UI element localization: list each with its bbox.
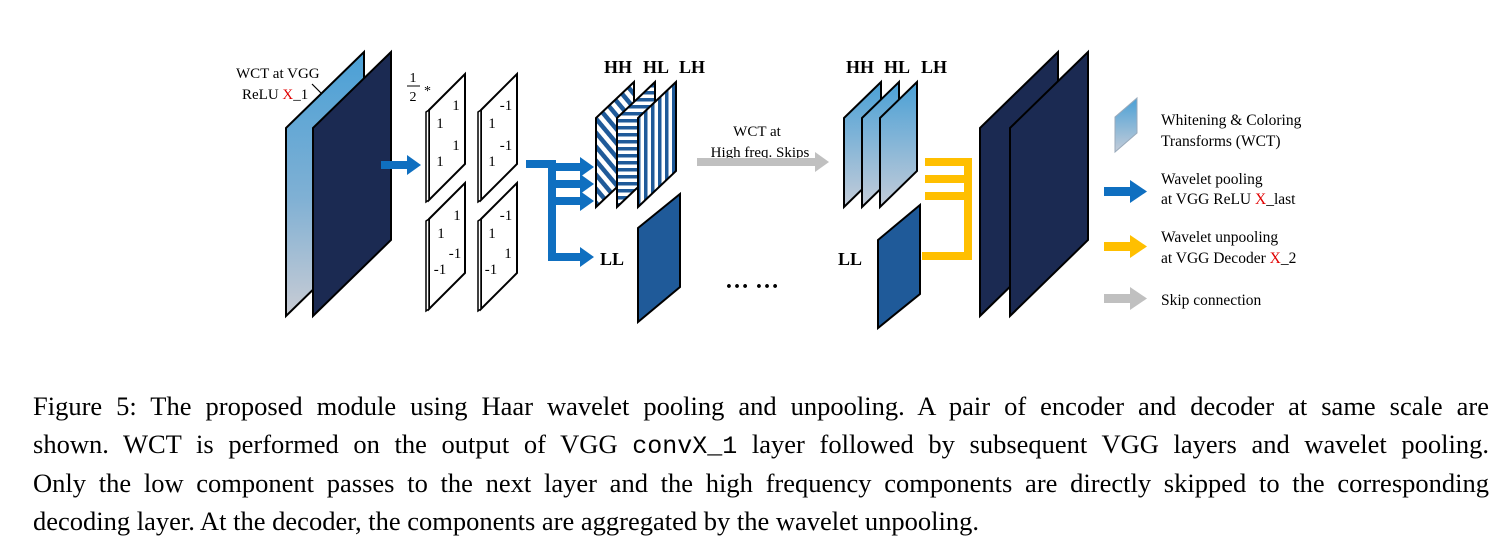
caption-code: convX_1 [632, 431, 738, 461]
hl-label: HL [643, 57, 669, 77]
legend-wct-line1: Whitening & Coloring [1161, 112, 1302, 129]
svg-text:1: 1 [410, 71, 417, 86]
decoder-component-lh [879, 79, 918, 210]
hh-label: HH [604, 57, 632, 77]
ellipsis: … … [725, 268, 779, 294]
legend-wct-swatch [1114, 96, 1138, 154]
lh-label: LH [679, 57, 705, 77]
svg-text:1: 1 [453, 208, 461, 224]
legend-unpool-line1: Wavelet unpooling [1161, 229, 1278, 246]
decoder-ll-label: LL [838, 249, 862, 269]
legend-unpool-line2: at VGG Decoder X_2 [1161, 250, 1296, 267]
svg-text:1: 1 [452, 98, 460, 114]
svg-text:-1: -1 [500, 98, 513, 114]
legend: Whitening & Coloring Transforms (WCT) Wa… [1104, 96, 1302, 310]
figure-caption: Figure 5: The proposed module using Haar… [33, 388, 1489, 540]
decoder-hh-label: HH [846, 57, 874, 77]
ll-label: LL [600, 249, 624, 269]
haar-kernel-hh: -1 1 1 -1 [477, 180, 518, 313]
pool-arrow-small [381, 155, 421, 175]
svg-text:1: 1 [488, 154, 496, 170]
legend-pool-line2: at VGG ReLU X_last [1161, 191, 1296, 208]
haar-kernel-lh: -1 1 -1 1 [477, 71, 518, 204]
haar-kernel-ll: 1 1 1 1 [425, 71, 466, 204]
component-lh [637, 79, 677, 210]
svg-text:-1: -1 [485, 262, 498, 278]
skip-arrow [697, 152, 829, 172]
caption-line-1: Figure 5: The proposed module using Haar… [33, 391, 1489, 421]
architecture-diagram: WCT at VGG ReLU X_1 1 2 * 1 1 1 1 -1 1 -… [236, 49, 1302, 331]
legend-skip-label: Skip connection [1161, 292, 1262, 309]
svg-text:2: 2 [410, 90, 417, 105]
wct-label-line2: ReLU X_1 [242, 87, 308, 103]
half-factor: 1 2 * [407, 71, 431, 105]
caption-line-3: Only the low component passes to the nex… [33, 468, 1489, 498]
decoder-hl-label: HL [884, 57, 910, 77]
legend-unpool-arrow [1104, 235, 1147, 258]
svg-text:1: 1 [436, 154, 444, 170]
wct-label-line1: WCT at VGG [236, 66, 320, 82]
svg-text:1: 1 [488, 116, 496, 132]
component-ll [637, 191, 681, 325]
svg-text:-1: -1 [500, 138, 513, 154]
decoder-lh-label: LH [921, 57, 947, 77]
skip-label-line1: WCT at [733, 124, 781, 140]
encoder-feature-map [312, 49, 392, 319]
legend-pool-line1: Wavelet pooling [1161, 171, 1263, 188]
pool-fork-arrows [526, 157, 594, 267]
caption-line-4: decoding layer. At the decoder, the comp… [33, 505, 979, 536]
svg-text:1: 1 [437, 226, 445, 242]
caption-line-2: shown. WCT is performed on the output of… [33, 428, 1489, 461]
svg-text:-1: -1 [434, 262, 447, 278]
svg-text:-1: -1 [449, 246, 462, 262]
decoder-component-ll [877, 202, 921, 331]
legend-wct-line2: Transforms (WCT) [1161, 133, 1281, 150]
legend-skip-arrow [1104, 287, 1147, 310]
svg-text:1: 1 [452, 138, 460, 154]
unpool-fork-arrows [922, 158, 972, 260]
legend-pool-arrow [1104, 180, 1147, 203]
haar-kernel-hl: 1 1 -1 -1 [425, 180, 466, 313]
svg-text:1: 1 [488, 226, 496, 242]
skip-label-line2: High freq. Skips [711, 145, 810, 161]
svg-text:*: * [424, 84, 431, 99]
wct-label-leader [311, 83, 323, 95]
svg-text:1: 1 [436, 116, 444, 132]
decoder-feature-map-2 [1009, 49, 1089, 319]
svg-text:-1: -1 [500, 208, 513, 224]
svg-text:1: 1 [504, 246, 512, 262]
